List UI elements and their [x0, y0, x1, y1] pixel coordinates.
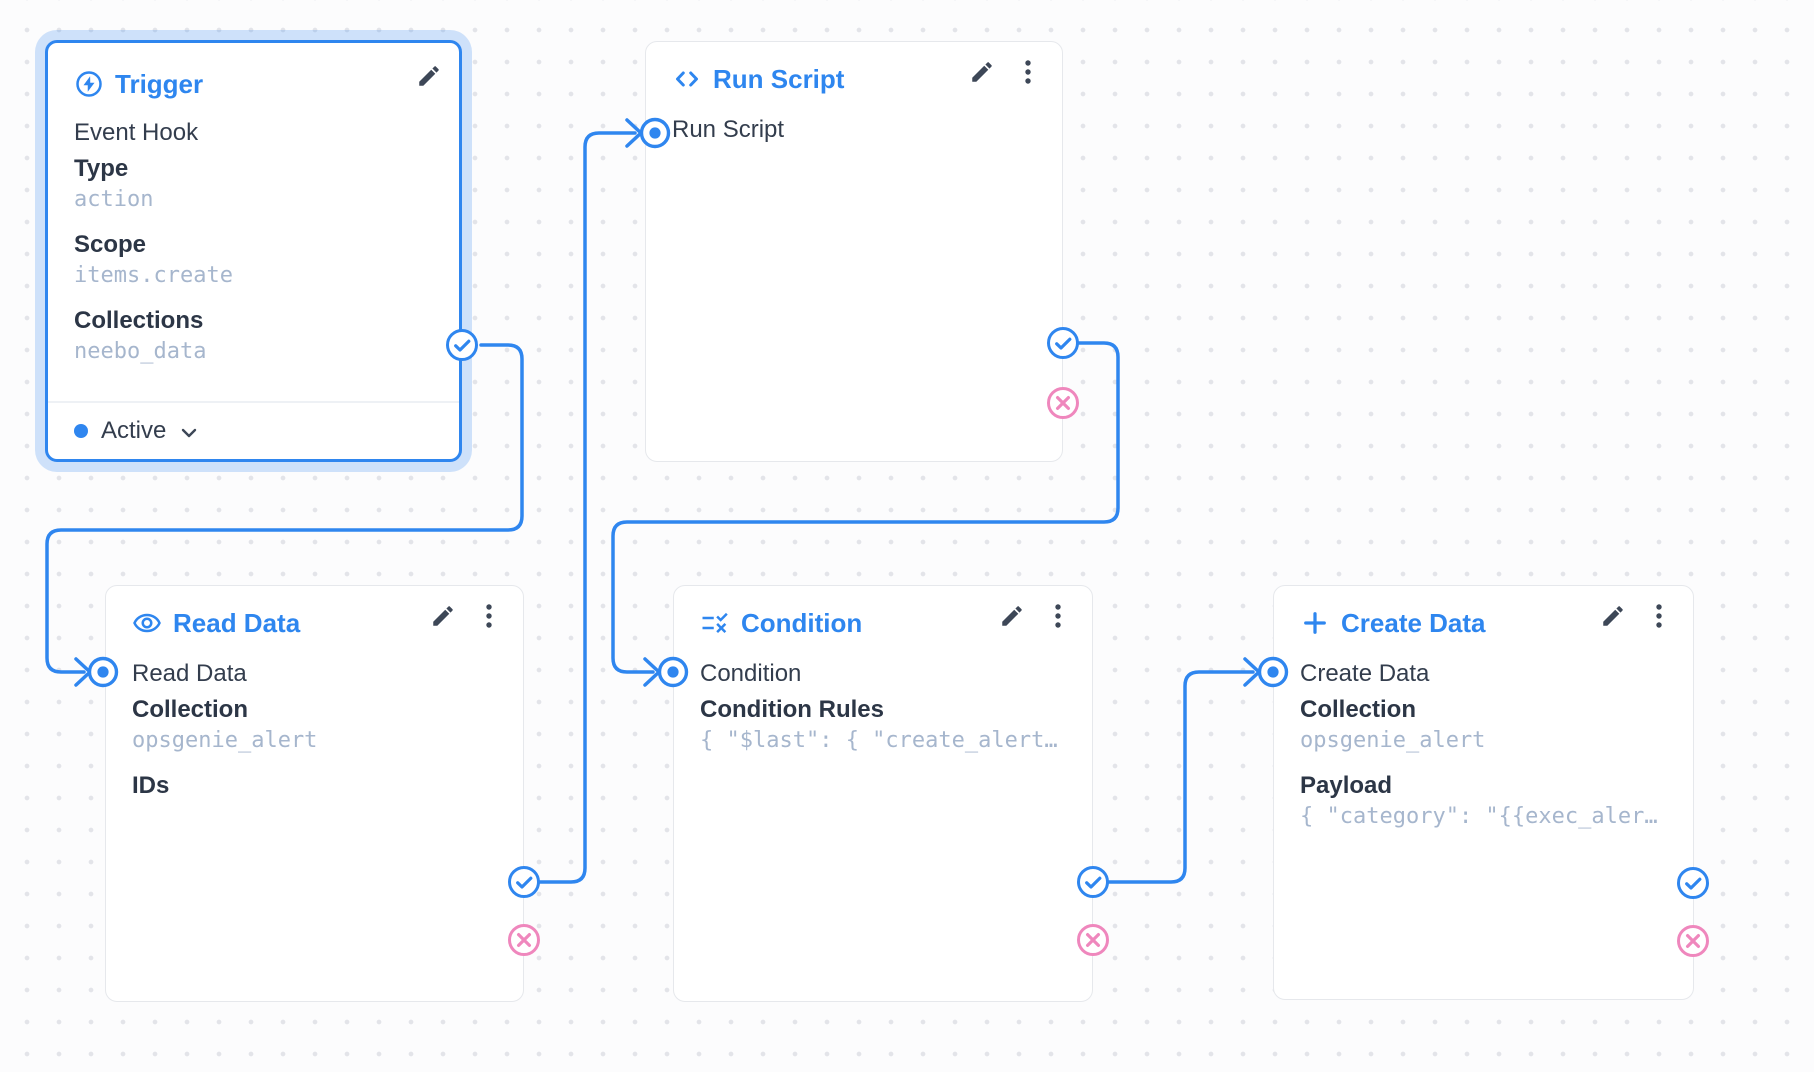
- more-options-button[interactable]: [475, 602, 503, 630]
- field-value: { "category": "{{exec_aler…: [1300, 804, 1658, 829]
- input-connector-label: Condition: [700, 660, 802, 687]
- field-group: Scope items.create: [74, 229, 435, 291]
- edit-button[interactable]: [998, 602, 1026, 630]
- rule-icon: [702, 612, 728, 633]
- edge-arrowhead-icon: [625, 118, 643, 148]
- status-dot: [74, 424, 88, 438]
- status-toggle[interactable]: Active: [48, 401, 459, 459]
- input-connector-label: Run Script: [672, 116, 785, 143]
- field-label: Collection: [132, 696, 249, 723]
- node-run-script-header: Run Script: [646, 42, 1062, 96]
- node-title: Create Data: [1341, 607, 1486, 638]
- field-label: Type: [74, 155, 129, 182]
- edit-button[interactable]: [1599, 602, 1627, 630]
- edit-button[interactable]: [968, 58, 996, 86]
- input-connector-label: Read Data: [132, 660, 247, 687]
- node-trigger-header: Trigger: [48, 43, 459, 101]
- input-connector-label: Create Data: [1300, 660, 1430, 687]
- node-condition-header: Condition: [674, 586, 1092, 640]
- edit-icon: [419, 66, 439, 86]
- more-options-button[interactable]: [1645, 602, 1673, 630]
- node-title-row: Run Script: [672, 62, 1038, 96]
- node-condition[interactable]: Condition Condition Condition Rules { "$…: [673, 585, 1093, 1002]
- field-value: opsgenie_alert: [132, 728, 318, 753]
- flow-edge-read-data-run-script: [537, 131, 637, 884]
- field-label: IDs: [132, 772, 170, 799]
- more-options-button[interactable]: [1014, 58, 1042, 86]
- more-vertical-icon: [1055, 604, 1061, 628]
- field-group: Type action: [74, 153, 435, 215]
- node-create-data[interactable]: Create Data Create Data Collection opsge…: [1273, 585, 1694, 1000]
- field-group: IDs: [132, 770, 499, 801]
- more-vertical-icon: [1025, 60, 1031, 84]
- field-group: Condition Rules { "$last": { "create_ale…: [700, 694, 1068, 756]
- edit-button[interactable]: [429, 602, 457, 630]
- field-label: Payload: [1300, 772, 1393, 799]
- edit-icon: [1002, 606, 1022, 626]
- eye-icon: [133, 613, 161, 633]
- field-group: Collections neebo_data: [74, 305, 435, 367]
- field-value: neebo_data: [74, 339, 207, 364]
- bolt-circle-icon: [76, 71, 102, 97]
- field-value: action: [74, 187, 154, 212]
- edit-icon: [972, 62, 992, 82]
- field-label: Condition Rules: [700, 696, 884, 723]
- node-title: Condition: [741, 607, 863, 638]
- edge-arrowhead-icon: [643, 657, 661, 687]
- field-group: Collection opsgenie_alert: [1300, 694, 1669, 756]
- edit-icon: [1603, 606, 1623, 626]
- edit-icon: [433, 606, 453, 626]
- code-icon: [676, 71, 698, 87]
- node-run-script[interactable]: Run Script Run Script: [645, 41, 1063, 462]
- node-title-row: Trigger: [74, 67, 435, 101]
- field-group: Payload { "category": "{{exec_aler…: [1300, 770, 1669, 832]
- more-vertical-icon: [1656, 604, 1662, 628]
- chevron-down-icon: [182, 428, 197, 437]
- field-value: items.create: [74, 263, 233, 288]
- node-read-data[interactable]: Read Data Read Data Collection opsgenie_…: [105, 585, 524, 1002]
- field-label: Scope: [74, 231, 147, 258]
- node-title: Trigger: [115, 68, 204, 99]
- field-label: Collections: [74, 307, 204, 334]
- status-label: Active: [101, 417, 167, 444]
- edge-arrowhead-icon: [74, 657, 92, 687]
- field-value: opsgenie_alert: [1300, 728, 1486, 753]
- more-vertical-icon: [486, 604, 492, 628]
- node-read-data-header: Read Data: [106, 586, 523, 640]
- field-label: Collection: [1300, 696, 1417, 723]
- node-title: Read Data: [173, 607, 301, 638]
- field-value: { "$last": { "create_alert…: [700, 728, 1058, 753]
- field-group: Collection opsgenie_alert: [132, 694, 499, 756]
- edge-arrowhead-icon: [1243, 657, 1261, 687]
- node-title: Run Script: [713, 63, 845, 94]
- node-create-data-header: Create Data: [1274, 586, 1693, 640]
- edit-button[interactable]: [415, 62, 443, 90]
- more-options-button[interactable]: [1044, 602, 1072, 630]
- trigger-type-label: Event Hook: [74, 119, 199, 146]
- node-trigger[interactable]: Trigger Event Hook Type action Scope ite…: [45, 40, 462, 462]
- plus-icon: [1304, 612, 1326, 634]
- node-title-row: Create Data: [1300, 606, 1669, 640]
- flow-edge-condition-create-data: [1106, 670, 1255, 884]
